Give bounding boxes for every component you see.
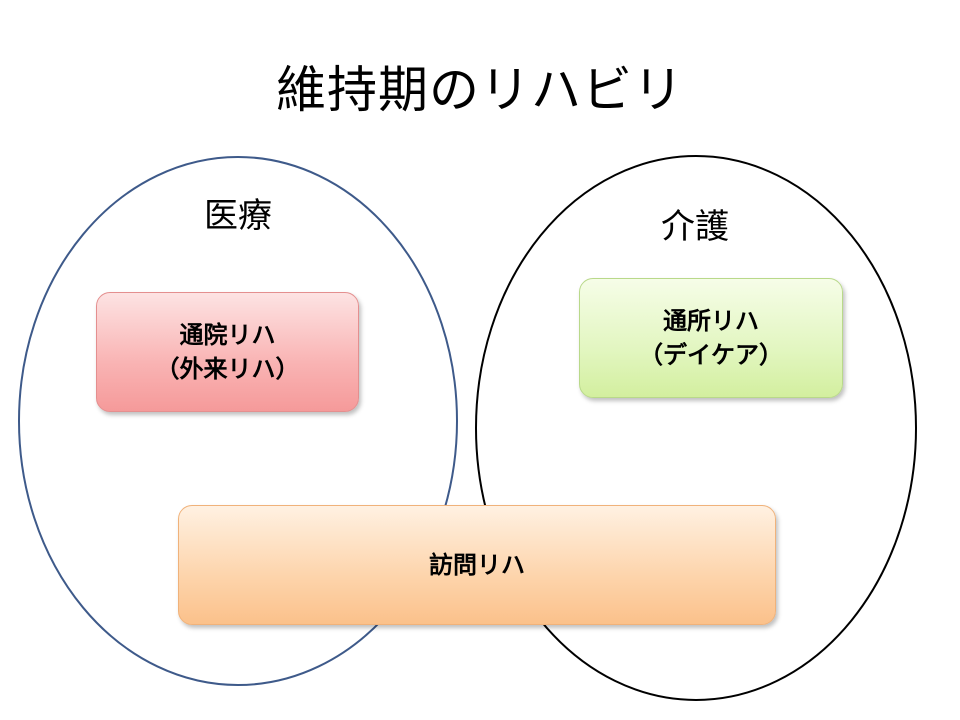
daycare-rehab-box: 通所リハ （デイケア） [579,278,843,398]
home-visit-rehab-label: 訪問リハ [429,551,525,579]
care-set-label: 介護 [661,207,729,247]
medical-set-ellipse [18,156,458,686]
outpatient-rehab-box: 通院リハ （外来リハ） [96,292,359,412]
daycare-rehab-line1: 通所リハ [663,307,759,335]
outpatient-rehab-line1: 通院リハ [179,321,276,349]
medical-set-label: 医療 [204,196,272,236]
daycare-rehab-line2: （デイケア） [639,341,783,369]
home-visit-rehab-box: 訪問リハ [178,505,776,625]
outpatient-rehab-line2: （外来リハ） [155,355,300,383]
slide-title: 維持期のリハビリ [276,61,684,119]
care-set-ellipse [475,155,917,701]
